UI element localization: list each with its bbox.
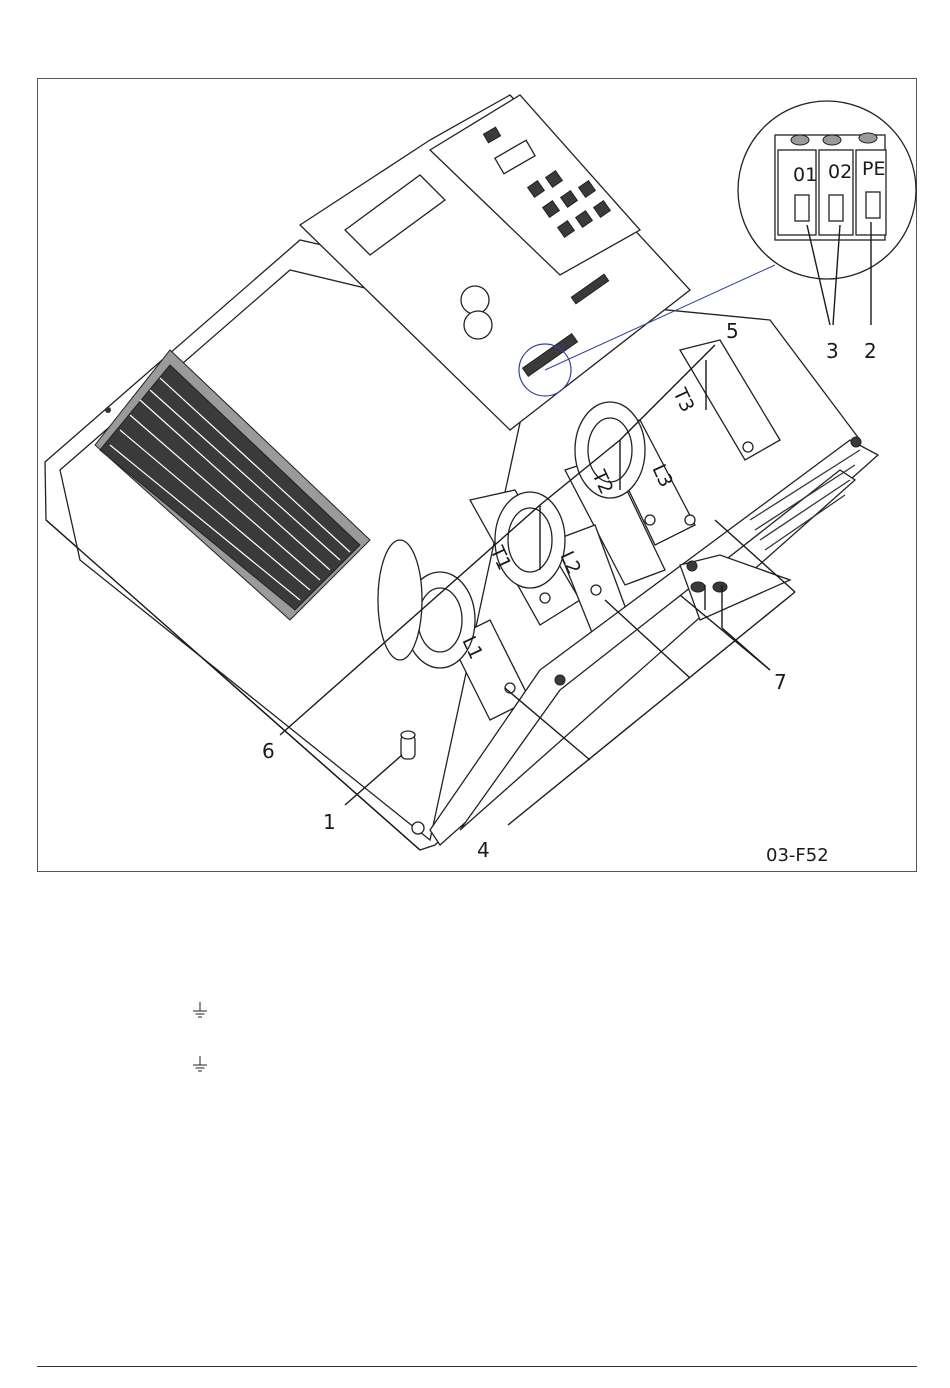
callout-5: 5 <box>726 319 739 343</box>
callout-7: 7 <box>774 670 787 694</box>
callout-3: 3 <box>826 339 839 363</box>
callout-4: 4 <box>477 838 490 862</box>
inset-label-pe: PE <box>862 158 885 180</box>
protective-earth-icon <box>192 1002 208 1018</box>
inset-label-01: 01 <box>793 164 817 186</box>
inset-label-02: 02 <box>828 161 852 183</box>
callout-2: 2 <box>864 339 877 363</box>
terminal-inset: 01 02 PE <box>738 101 916 325</box>
protective-earth-icon <box>192 1056 208 1072</box>
callout-6: 6 <box>262 739 275 763</box>
figure-id: 03-F52 <box>766 845 829 866</box>
locating-pin <box>401 731 415 759</box>
callout-1: 1 <box>323 810 336 834</box>
footer-rule <box>37 1366 917 1367</box>
